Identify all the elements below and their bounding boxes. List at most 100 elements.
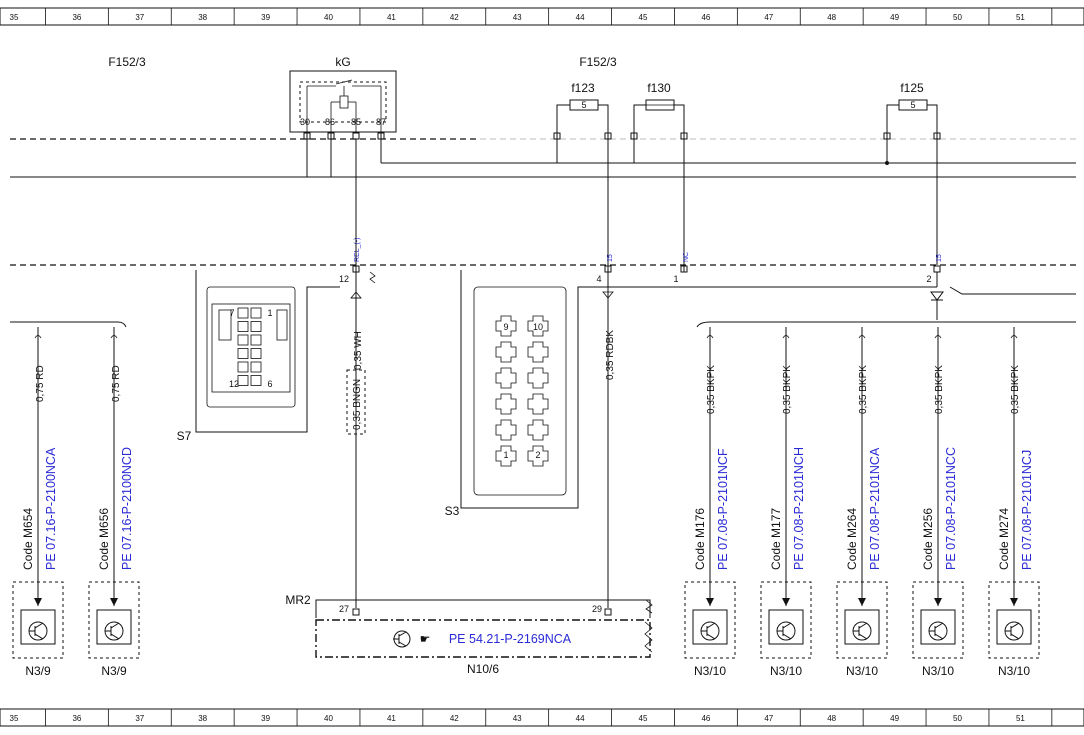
s3-pin-cavity (495, 341, 517, 363)
module-box (88, 581, 140, 659)
relay-kg: kG 30 86 85 87 (289, 55, 397, 177)
connector-tick (934, 335, 942, 339)
module-name-6: N3/10 (998, 664, 1030, 678)
wire-label-bkpk-1: 0,35 BKPK (706, 365, 717, 414)
arrow-icon (706, 598, 714, 606)
arrow-icon (858, 598, 866, 606)
s3-pin-2: 2 (535, 450, 540, 460)
ruler-label: 43 (513, 13, 522, 22)
s3-pin-cavity (495, 445, 517, 467)
pin-12: 12 (339, 274, 349, 284)
module-code-2: Code M176 (693, 508, 707, 570)
fuse-f130-label: f130 (647, 81, 671, 95)
transistor-collector (858, 622, 868, 629)
transistor-collector (34, 622, 44, 629)
n10-ref-link[interactable]: PE 54.21-P-2169NCA (449, 632, 572, 646)
wire-label-wh: 0,35 WH (353, 331, 364, 370)
module-inner-box (692, 609, 728, 645)
module-ref-4[interactable]: PE 07.08-P-2101NCA (868, 447, 882, 570)
pin-27: 27 (339, 604, 349, 614)
ruler-label: 36 (72, 13, 81, 22)
fuse-f123-rating: 5 (581, 100, 586, 110)
transistor-collector (782, 622, 792, 629)
hand-pointer-icon: ☛ (420, 632, 431, 646)
ruler-label: 49 (890, 714, 899, 723)
wire-label-rd-2: 0,75 RD (111, 365, 122, 402)
ruler-label: 37 (135, 714, 144, 723)
ruler-label: 40 (324, 714, 333, 723)
ruler-label: 44 (576, 714, 585, 723)
ruler-label: 50 (953, 13, 962, 22)
module-ref-5[interactable]: PE 07.08-P-2101NCC (944, 447, 958, 570)
s7-pin-7: 7 (229, 308, 234, 318)
connector-tick (34, 335, 42, 339)
ruler-label: 43 (513, 714, 522, 723)
ruler-label: 50 (953, 714, 962, 723)
connector-s3: 9 10 1 2 S3 (445, 270, 937, 518)
transistor-emitter (706, 633, 716, 640)
module-code-3: Code M177 (769, 508, 783, 570)
signal-15a: 15 (607, 254, 614, 262)
s3-pin-cavity (495, 393, 517, 415)
module-ref-6[interactable]: PE 07.08-P-2101NCJ (1020, 450, 1034, 570)
s7-pin-6: 6 (267, 379, 272, 389)
s3-pin-cavity (495, 367, 517, 389)
fuse-box-label-left: F152/3 (108, 55, 146, 69)
fuse-f123: f123 5 (553, 81, 612, 265)
module-name-3: N3/10 (770, 664, 802, 678)
pin-2: 2 (926, 274, 931, 284)
relay-pin-86: 86 (325, 117, 335, 127)
module-code-5: Code M256 (921, 508, 935, 570)
s3-pin-10: 10 (533, 322, 543, 332)
transistor-emitter (934, 633, 944, 640)
s7-pin-cavity (237, 334, 249, 346)
module-ref-2[interactable]: PE 07.08-P-2101NCF (716, 448, 730, 570)
s7-pin-cavity (237, 321, 249, 332)
s3-pin-cavity (527, 419, 549, 441)
s3-pin-cavity (495, 419, 517, 441)
fuse-f123-label: f123 (571, 81, 595, 95)
ruler-label: 41 (387, 13, 396, 22)
mr2-label: MR2 (285, 593, 311, 607)
arrow-icon (34, 598, 42, 606)
ecu-n10-6: MR2 27 29 ☛ PE 54.21-P-2169NCA N10/6 (285, 593, 653, 676)
transistor-collector (706, 622, 716, 629)
arrow-icon (110, 598, 118, 606)
module-inner-box (920, 609, 956, 645)
arrow-icon (1010, 598, 1018, 606)
wire-label-bkpk-3: 0,35 BKPK (858, 365, 869, 414)
relay-pin-30: 30 (300, 117, 310, 127)
fuse-f125: f125 5 (883, 81, 941, 265)
connector-tick (706, 335, 714, 339)
s3-pin-cavity (527, 341, 549, 363)
module-code-4: Code M264 (845, 508, 859, 570)
module-ref-1[interactable]: PE 07.16-P-2100NCD (120, 447, 134, 570)
s3-pin-cavity (527, 367, 549, 389)
connector-tick (110, 335, 118, 339)
module-inner-box (844, 609, 880, 645)
module-inner-box (768, 609, 804, 645)
transistor-collector (110, 622, 120, 629)
module-ref-0[interactable]: PE 07.16-P-2100NCA (44, 447, 58, 570)
signal-15b: 15 (936, 254, 943, 262)
s7-pin-cavity (250, 361, 262, 373)
module-ref-3[interactable]: PE 07.08-P-2101NCH (792, 447, 806, 570)
transistor-emitter (858, 633, 868, 640)
s7-latch (276, 309, 288, 341)
ruler-label: 48 (827, 714, 836, 723)
ruler-label: 39 (261, 714, 270, 723)
module-name-1: N3/9 (101, 664, 127, 678)
distribution-line (696, 321, 1076, 328)
ruler-label: 37 (135, 13, 144, 22)
transistor-emitter (782, 633, 792, 640)
ruler-label: 40 (324, 13, 333, 22)
module-box (988, 581, 1040, 659)
module-code-6: Code M274 (997, 508, 1011, 570)
ruler-label: 47 (764, 714, 773, 723)
module-inner-box (96, 609, 132, 645)
relay-pin-85: 85 (351, 117, 361, 127)
pin-4: 4 (596, 274, 601, 284)
ruler-label: 45 (639, 13, 648, 22)
module-code-0: Code M654 (21, 508, 35, 570)
